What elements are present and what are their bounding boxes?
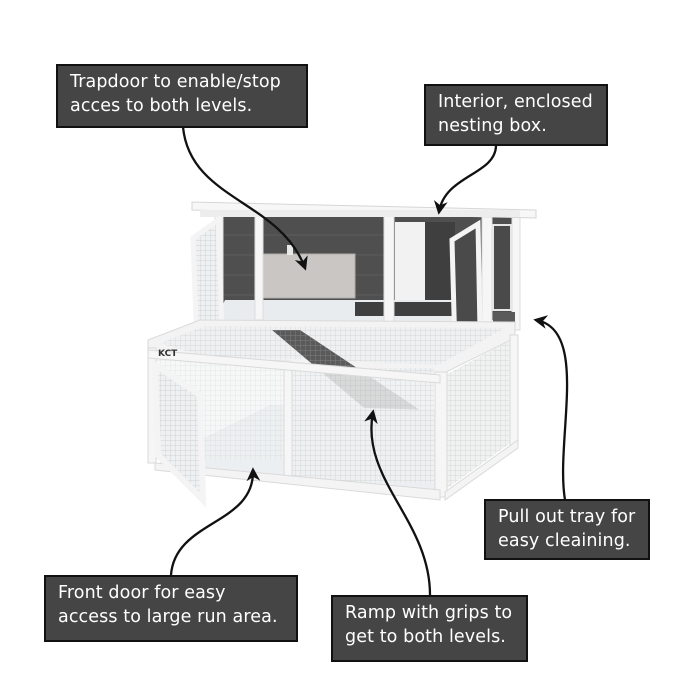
nesting-box-divider (395, 222, 425, 302)
callout-pull-out-tray-line-2: easy cleaining. (498, 531, 631, 551)
callout-trapdoor-line-1: Trapdoor to enable/stop (70, 72, 281, 92)
callout-pull-out-tray: Pull out tray for easy cleaining. (484, 499, 650, 560)
callout-pull-out-tray-line-1: Pull out tray for (498, 507, 636, 527)
arrow-trapdoor (181, 126, 308, 271)
callout-ramp-line-1: Ramp with grips to (345, 603, 513, 623)
callout-front-door-line-2: access to large run area. (58, 607, 278, 627)
callout-front-door: Front door for easy access to large run … (44, 575, 298, 642)
callout-nesting-box-line-1: Interior, enclosed (438, 92, 593, 112)
callout-nesting-box: Interior, enclosed nesting box. (424, 84, 608, 146)
callout-arrows (169, 126, 569, 596)
trapdoor-panel (261, 253, 356, 299)
callout-front-door-line-1: Front door for easy (58, 583, 226, 603)
callout-trapdoor-line-2: acces to both levels. (70, 96, 253, 116)
brand-mark: KCT (158, 349, 178, 359)
callout-ramp: Ramp with grips to get to both levels. (331, 595, 528, 662)
front-door (151, 359, 207, 508)
arrow-front-door (169, 467, 261, 576)
callout-nesting-box-line-2: nesting box. (438, 116, 547, 136)
callout-trapdoor: Trapdoor to enable/stop acces to both le… (56, 64, 308, 128)
arrow-ramp (364, 409, 432, 596)
callout-ramp-line-2: get to both levels. (345, 627, 506, 647)
arrow-nesting-box (433, 145, 498, 215)
upper-level (190, 201, 537, 356)
arrow-pull-out-tray (533, 315, 569, 501)
lower-run: KCT (147, 319, 519, 508)
